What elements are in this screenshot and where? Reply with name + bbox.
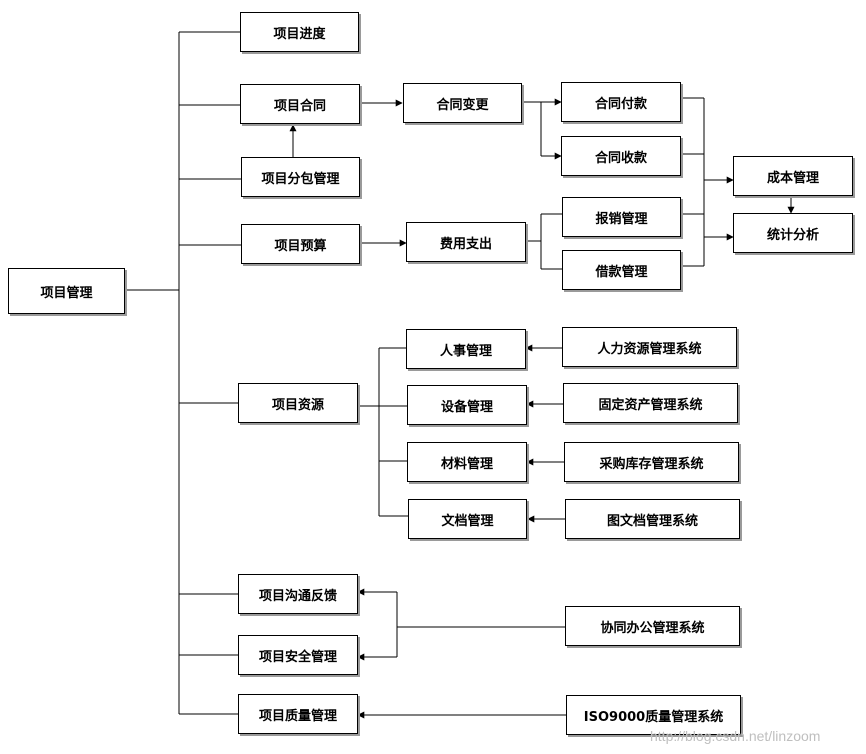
node-contract-payment: 合同付款 (561, 82, 681, 122)
node-equipment-management: 设备管理 (407, 385, 527, 425)
node-contract-change: 合同变更 (403, 83, 522, 123)
node-asset-system: 固定资产管理系统 (563, 383, 738, 423)
node-purchase-system: 采购库存管理系统 (564, 442, 739, 482)
node-expense: 费用支出 (406, 222, 526, 262)
node-iso-system: ISO9000质量管理系统 (566, 695, 741, 735)
node-hr-management: 人事管理 (406, 329, 526, 369)
node-project-subcontract: 项目分包管理 (241, 157, 360, 197)
node-document-management: 文档管理 (408, 499, 527, 539)
node-project-management: 项目管理 (8, 268, 125, 314)
node-cost-management: 成本管理 (733, 156, 853, 196)
node-loan: 借款管理 (562, 250, 681, 290)
node-materials-management: 材料管理 (407, 442, 527, 482)
node-project-resources: 项目资源 (238, 383, 358, 423)
node-office-system: 协同办公管理系统 (565, 606, 740, 646)
node-project-budget: 项目预算 (241, 224, 360, 264)
node-project-communication: 项目沟通反馈 (238, 574, 358, 614)
node-contract-receipt: 合同收款 (561, 136, 681, 176)
watermark: http://blog.csdn.net/linzoom (650, 728, 821, 744)
node-project-contract: 项目合同 (240, 84, 360, 124)
node-hr-system: 人力资源管理系统 (562, 327, 737, 367)
node-statistics: 统计分析 (733, 213, 853, 253)
node-project-quality: 项目质量管理 (238, 694, 358, 734)
node-reimbursement: 报销管理 (562, 197, 681, 237)
node-project-safety: 项目安全管理 (238, 635, 358, 675)
node-project-progress: 项目进度 (240, 12, 359, 52)
node-document-system: 图文档管理系统 (565, 499, 740, 539)
